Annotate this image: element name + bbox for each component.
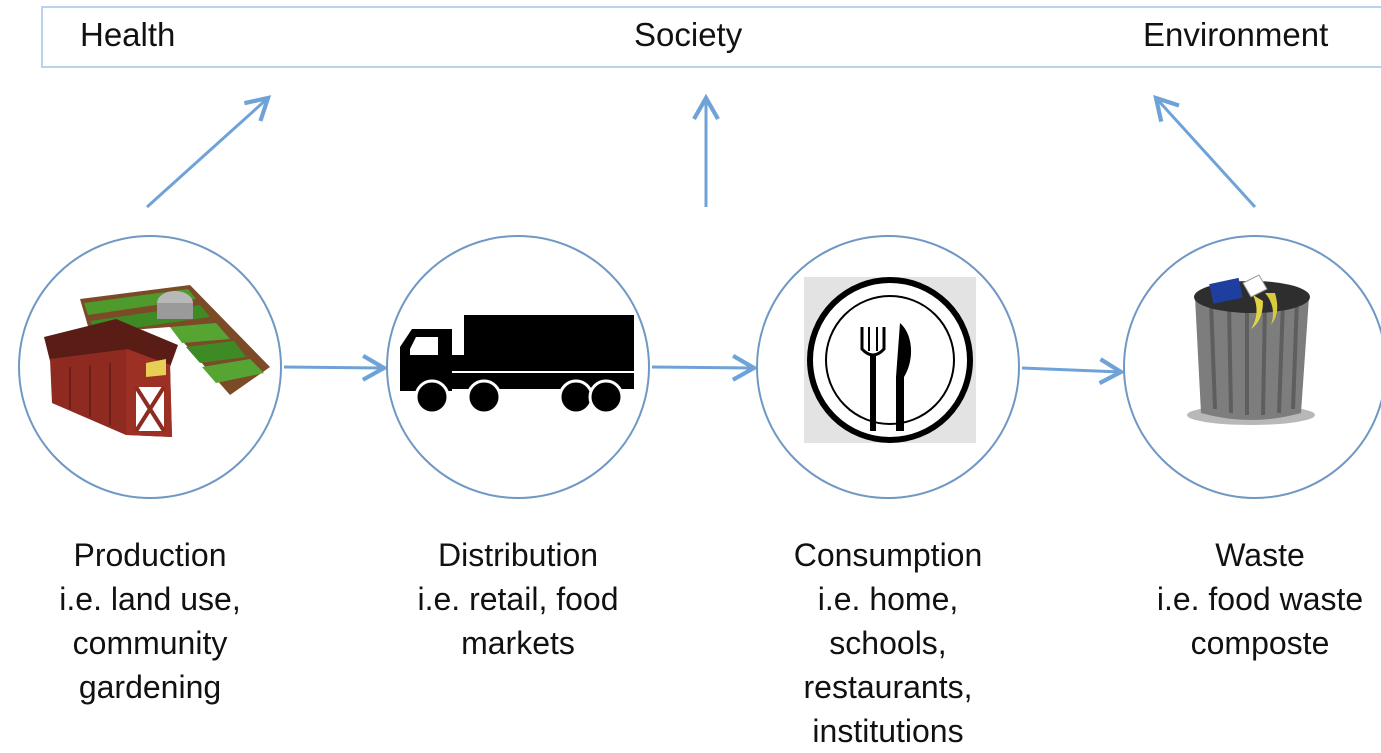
dimension-health-label: Health — [80, 16, 176, 53]
stage-consumption-detail-1: i.e. home, — [817, 581, 959, 617]
arrow-waste-to-environment — [1153, 94, 1257, 209]
stage-production-detail-3: gardening — [78, 669, 222, 705]
arrow-distribution-to-consumption — [651, 353, 759, 382]
arrow-production-to-distribution — [283, 353, 389, 382]
stage-distribution-title: Distribution — [437, 537, 599, 573]
stage-waste-detail-1: i.e. food waste — [1156, 581, 1364, 617]
stage-distribution-text: Distribution i.e. retail, food markets — [368, 533, 668, 665]
stage-production-detail-2: community — [72, 625, 228, 661]
stage-consumption-detail-2: schools, — [829, 625, 947, 661]
stage-consumption-circle — [756, 235, 1020, 499]
stage-consumption-title: Consumption — [793, 537, 983, 573]
stage-production-circle — [18, 235, 282, 499]
stage-distribution-detail-2: markets — [461, 625, 575, 661]
dimension-society-label: Society — [634, 16, 743, 53]
truck-icon — [400, 315, 634, 415]
stage-distribution-detail-1: i.e. retail, food — [417, 581, 619, 617]
arrow-consumption-to-waste — [1021, 357, 1126, 386]
trash-can-icon — [1187, 274, 1315, 425]
stage-waste-circle — [1123, 235, 1381, 499]
stage-waste-title: Waste — [1215, 537, 1305, 573]
dimension-environment-label: Environment — [1143, 16, 1329, 53]
barn-farm-icon — [44, 285, 270, 437]
stage-production-title: Production — [73, 537, 227, 573]
plate-cutlery-icon — [804, 277, 976, 443]
stage-consumption-detail-4: institutions — [812, 713, 964, 749]
dimensions-bar — [41, 6, 1381, 68]
stage-waste-detail-2: composte — [1190, 625, 1330, 661]
stage-waste-text: Waste i.e. food waste composte — [1110, 533, 1381, 665]
stage-consumption-detail-3: restaurants, — [803, 669, 973, 705]
stage-distribution-circle — [386, 235, 650, 499]
stage-production-detail-1: i.e. land use, — [59, 581, 241, 617]
stage-consumption-text: Consumption i.e. home, schools, restaura… — [738, 533, 1038, 753]
stage-production-text: Production i.e. land use, community gard… — [0, 533, 300, 709]
arrow-production-to-health — [145, 95, 272, 209]
